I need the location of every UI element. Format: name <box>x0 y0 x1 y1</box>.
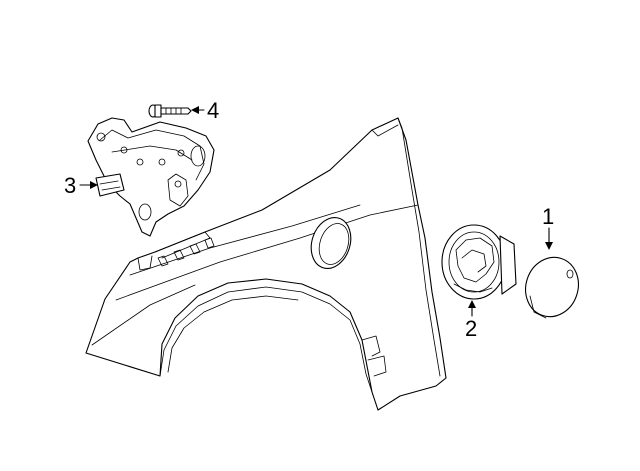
fuel-door <box>525 256 579 319</box>
callout-3: 3 <box>64 173 76 198</box>
leader-line-4 <box>191 106 205 114</box>
callout-1: 1 <box>542 204 554 229</box>
leader-line-3 <box>79 181 98 189</box>
leader-line-2 <box>468 300 476 317</box>
bolt <box>148 104 192 118</box>
leader-line-1 <box>545 227 553 250</box>
callout-4: 4 <box>207 98 219 123</box>
fuel-door-housing <box>441 224 517 300</box>
fender-panel <box>85 117 447 411</box>
fender-bracket <box>87 117 215 237</box>
callout-2: 2 <box>465 316 477 341</box>
